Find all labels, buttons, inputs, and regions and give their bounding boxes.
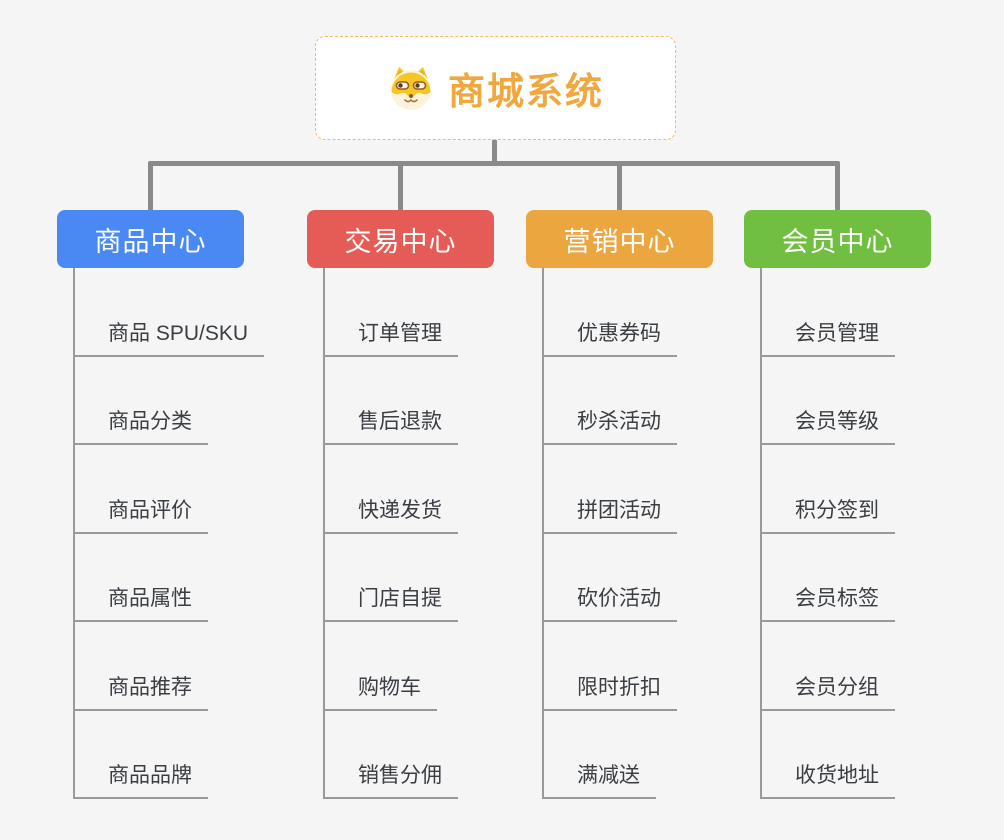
leaf-item-product-review[interactable]: 商品评价 bbox=[75, 494, 208, 534]
root-node[interactable]: 商城系统 bbox=[315, 36, 676, 140]
leaf-node: 秒杀活动 bbox=[544, 357, 713, 445]
root-title: 商城系统 bbox=[448, 71, 604, 112]
branch-node-member-center[interactable]: 会员中心 bbox=[744, 210, 931, 268]
connector-root-stub bbox=[492, 139, 497, 165]
leaf-item-flash-sale[interactable]: 秒杀活动 bbox=[544, 405, 677, 445]
connector-drop-member-center bbox=[835, 163, 840, 211]
leaf-node: 销售分佣 bbox=[325, 711, 494, 799]
leaf-node: 优惠券码 bbox=[544, 268, 713, 357]
leaf-node: 商品推荐 bbox=[75, 622, 244, 711]
leaf-item-full-reduction[interactable]: 满减送 bbox=[544, 759, 656, 799]
leaf-node: 会员标签 bbox=[762, 534, 931, 622]
branch-node-marketing-center[interactable]: 营销中心 bbox=[526, 210, 713, 268]
leaf-item-product-recommend[interactable]: 商品推荐 bbox=[75, 671, 208, 711]
leaf-item-limited-time-discount[interactable]: 限时折扣 bbox=[544, 671, 677, 711]
leaf-item-member-management[interactable]: 会员管理 bbox=[762, 317, 895, 357]
dog-face-icon bbox=[391, 67, 431, 110]
branch-column-product-center: 商品中心 商品 SPU/SKU 商品分类 商品评价 商品属性 商品推荐 商品品牌 bbox=[57, 210, 265, 799]
leaf-item-coupon-code[interactable]: 优惠券码 bbox=[544, 317, 677, 357]
leaf-node: 会员等级 bbox=[762, 357, 931, 445]
leaf-node: 满减送 bbox=[544, 711, 713, 799]
leaf-node: 会员管理 bbox=[762, 268, 931, 357]
connector-drop-product-center bbox=[148, 163, 153, 211]
leaf-item-product-spu-sku[interactable]: 商品 SPU/SKU bbox=[75, 317, 265, 357]
leaf-node: 门店自提 bbox=[325, 534, 494, 622]
connector-horizontal-bar bbox=[148, 161, 840, 166]
branch-column-trade-center: 交易中心 订单管理 售后退款 快递发货 门店自提 购物车 销售分佣 bbox=[307, 210, 494, 799]
leaf-item-bargain-activity[interactable]: 砍价活动 bbox=[544, 582, 677, 622]
leaf-item-aftersale-refund[interactable]: 售后退款 bbox=[325, 405, 458, 445]
leaf-item-product-attribute[interactable]: 商品属性 bbox=[75, 582, 208, 622]
leaf-item-group-buy[interactable]: 拼团活动 bbox=[544, 494, 677, 534]
leaf-node: 商品分类 bbox=[75, 357, 244, 445]
leaf-item-member-level[interactable]: 会员等级 bbox=[762, 405, 895, 445]
leaf-item-shipping-address[interactable]: 收货地址 bbox=[762, 759, 895, 799]
branch-leaves-member-center: 会员管理 会员等级 积分签到 会员标签 会员分组 收货地址 bbox=[760, 268, 931, 799]
leaf-node: 积分签到 bbox=[762, 445, 931, 534]
branch-leaves-trade-center: 订单管理 售后退款 快递发货 门店自提 购物车 销售分佣 bbox=[323, 268, 494, 799]
leaf-node: 砍价活动 bbox=[544, 534, 713, 622]
leaf-node: 会员分组 bbox=[762, 622, 931, 711]
leaf-node: 订单管理 bbox=[325, 268, 494, 357]
leaf-node: 售后退款 bbox=[325, 357, 494, 445]
leaf-node: 限时折扣 bbox=[544, 622, 713, 711]
branch-node-trade-center[interactable]: 交易中心 bbox=[307, 210, 494, 268]
leaf-node: 快递发货 bbox=[325, 445, 494, 534]
leaf-node: 拼团活动 bbox=[544, 445, 713, 534]
leaf-node: 商品 SPU/SKU bbox=[75, 268, 265, 357]
leaf-item-store-pickup[interactable]: 门店自提 bbox=[325, 582, 458, 622]
leaf-item-member-group[interactable]: 会员分组 bbox=[762, 671, 895, 711]
leaf-item-product-brand[interactable]: 商品品牌 bbox=[75, 759, 208, 799]
leaf-item-points-checkin[interactable]: 积分签到 bbox=[762, 494, 895, 534]
leaf-item-shopping-cart[interactable]: 购物车 bbox=[325, 671, 437, 711]
leaf-item-member-tag[interactable]: 会员标签 bbox=[762, 582, 895, 622]
branch-leaves-marketing-center: 优惠券码 秒杀活动 拼团活动 砍价活动 限时折扣 满减送 bbox=[542, 268, 713, 799]
branch-node-product-center[interactable]: 商品中心 bbox=[57, 210, 244, 268]
connector-drop-marketing-center bbox=[617, 163, 622, 211]
leaf-item-sales-commission[interactable]: 销售分佣 bbox=[325, 759, 458, 799]
leaf-node: 商品属性 bbox=[75, 534, 244, 622]
branch-leaves-product-center: 商品 SPU/SKU 商品分类 商品评价 商品属性 商品推荐 商品品牌 bbox=[73, 268, 265, 799]
leaf-node: 商品品牌 bbox=[75, 711, 244, 799]
leaf-item-express-shipping[interactable]: 快递发货 bbox=[325, 494, 458, 534]
branch-column-member-center: 会员中心 会员管理 会员等级 积分签到 会员标签 会员分组 收货地址 bbox=[744, 210, 931, 799]
branch-column-marketing-center: 营销中心 优惠券码 秒杀活动 拼团活动 砍价活动 限时折扣 满减送 bbox=[526, 210, 713, 799]
leaf-item-product-category[interactable]: 商品分类 bbox=[75, 405, 208, 445]
leaf-node: 商品评价 bbox=[75, 445, 244, 534]
connector-drop-trade-center bbox=[398, 163, 403, 211]
leaf-node: 收货地址 bbox=[762, 711, 931, 799]
leaf-node: 购物车 bbox=[325, 622, 494, 711]
leaf-item-order-management[interactable]: 订单管理 bbox=[325, 317, 458, 357]
